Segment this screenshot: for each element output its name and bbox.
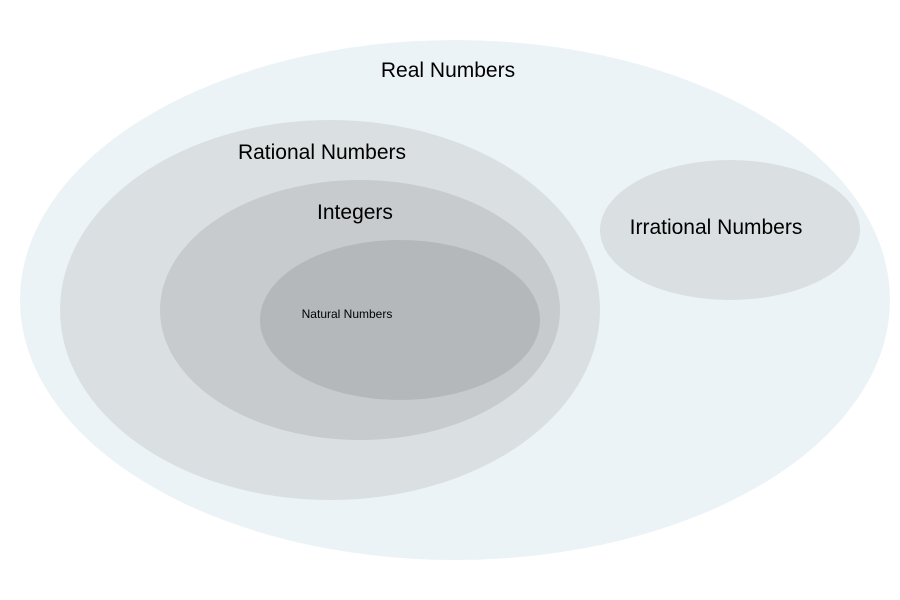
irrational-numbers-ellipse: [600, 160, 860, 300]
irrational-numbers-set: Irrational Numbers: [600, 160, 860, 300]
real-numbers-label: Real Numbers: [381, 59, 515, 82]
integers-label: Integers: [317, 201, 393, 224]
natural-numbers-ellipse: [260, 240, 540, 400]
rational-numbers-label: Rational Numbers: [238, 141, 406, 164]
natural-numbers-label: Natural Numbers: [302, 307, 393, 321]
irrational-numbers-label: Irrational Numbers: [630, 216, 803, 239]
natural-numbers-set: Natural Numbers: [260, 240, 540, 400]
